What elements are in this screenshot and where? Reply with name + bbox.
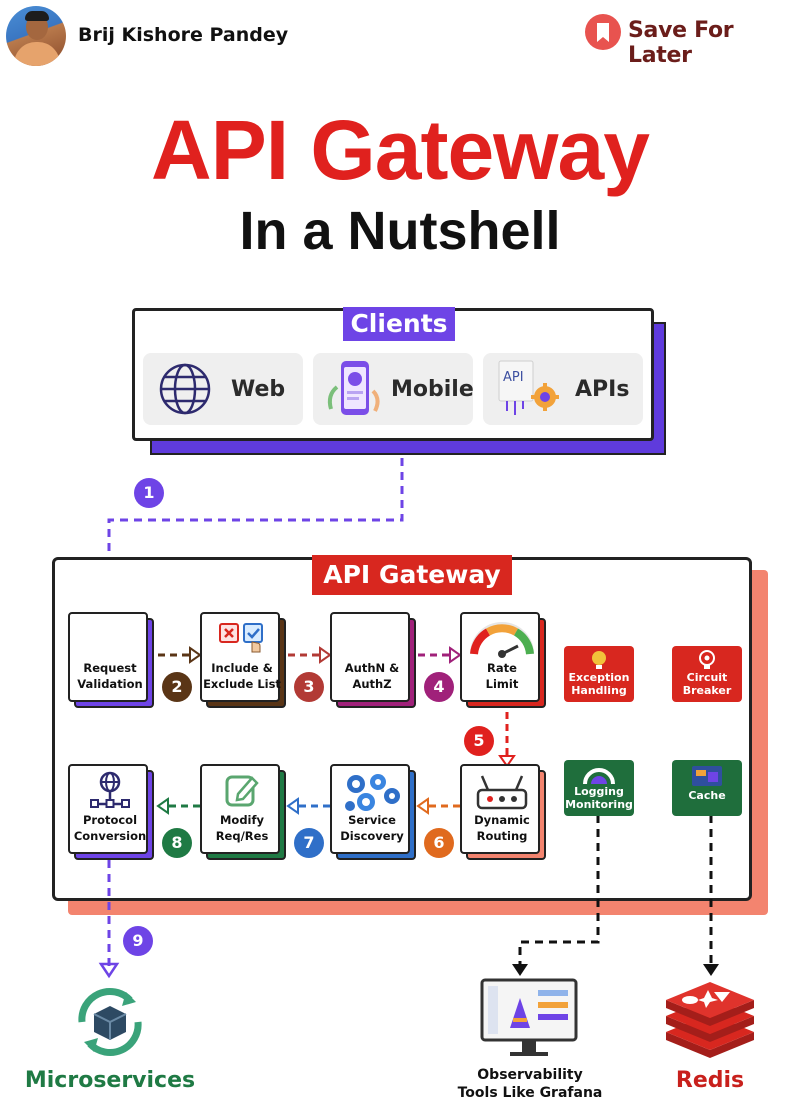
- page-title: API Gateway: [151, 103, 650, 197]
- step-3-line1: AuthN &: [344, 661, 400, 675]
- gauge-icon: [470, 622, 534, 658]
- network-icon: [90, 771, 130, 808]
- step-badge-4: 4: [424, 672, 454, 702]
- step-badge-7: 7: [294, 828, 324, 858]
- bookmark-icon[interactable]: [585, 14, 621, 50]
- step-8-line2: Conversion: [73, 829, 147, 843]
- step-authn-authz: AuthN & AuthZ: [330, 612, 416, 708]
- microservices-icon: [78, 987, 142, 1057]
- circuit-line1: Circuit: [686, 671, 728, 684]
- step-2-line1: Include &: [211, 661, 273, 675]
- clients-label: Clients: [343, 307, 455, 341]
- redis-icon: [666, 982, 754, 1058]
- observability-line2: Tools Like Grafana: [457, 1085, 603, 1101]
- logging-line1: Logging: [574, 785, 624, 798]
- cache-tile: Cache: [672, 760, 742, 816]
- gateway-label: API Gateway: [312, 555, 512, 595]
- step-badge-8: 8: [162, 828, 192, 858]
- step-6-line1: Service: [348, 813, 396, 827]
- lightbulb-icon: [592, 651, 606, 669]
- client-apis-label: APIs: [575, 377, 630, 402]
- svg-text:API: API: [503, 370, 524, 385]
- client-mobile-label: Mobile: [391, 377, 474, 402]
- redis-label: Redis: [675, 1068, 745, 1093]
- gears-icon: [345, 774, 400, 811]
- logging-line2: Monitoring: [565, 798, 633, 811]
- author-avatar: [6, 6, 66, 66]
- step-7-line2: Req/Res: [215, 829, 269, 843]
- step-1-line1: Request: [83, 661, 137, 675]
- cache-screen-icon: [692, 766, 722, 786]
- exception-line2: Handling: [571, 684, 627, 697]
- step-5-line2: Routing: [476, 829, 528, 843]
- step-8-line1: Protocol: [82, 813, 138, 827]
- api-gear-icon: API: [498, 360, 559, 415]
- step-7-line1: Modify: [219, 813, 265, 827]
- step-badge-1: 1: [134, 478, 164, 508]
- bulb-gear-icon: [699, 650, 715, 669]
- client-web: Web: [143, 353, 303, 425]
- observability-label: Observability Tools Like Grafana: [430, 1066, 630, 1102]
- step-4-line1: Rate: [487, 661, 517, 675]
- step-badge-3: 3: [294, 672, 324, 702]
- step-3-line2: AuthZ: [352, 677, 392, 691]
- save-for-later-button[interactable]: Save For Later: [628, 18, 734, 68]
- monitor-gauge-icon: [583, 768, 615, 785]
- step-5-line1: Dynamic: [474, 813, 530, 827]
- client-web-label: Web: [231, 377, 286, 402]
- router-icon: [476, 775, 528, 810]
- observability-line1: Observability: [477, 1067, 583, 1083]
- phone-icon: [327, 361, 380, 415]
- step-badge-6: 6: [424, 828, 454, 858]
- microservices-label: Microservices: [24, 1068, 196, 1093]
- edit-icon: [225, 775, 259, 807]
- client-mobile: Mobile: [313, 353, 474, 425]
- circuit-line2: Breaker: [682, 684, 732, 697]
- step-badge-5: 5: [464, 726, 494, 756]
- monitor-dashboard-icon: [480, 978, 578, 1056]
- globe-icon: [159, 363, 211, 415]
- exception-line1: Exception: [568, 671, 630, 684]
- checkbox-icon: [219, 623, 263, 653]
- step-2-line2: Exclude List: [203, 677, 281, 691]
- step-4-line2: Limit: [485, 677, 519, 691]
- author-name: Brij Kishore Pandey: [78, 24, 289, 46]
- step-badge-2: 2: [162, 672, 192, 702]
- step-1-line2: Validation: [77, 677, 143, 691]
- step-6-line2: Discovery: [340, 829, 404, 843]
- client-apis: API APIs: [483, 353, 643, 425]
- page-subtitle: In a Nutshell: [239, 201, 561, 261]
- cache-label: Cache: [688, 789, 726, 802]
- step-include-exclude: Include & Exclude List: [200, 612, 286, 708]
- step-badge-9: 9: [123, 926, 153, 956]
